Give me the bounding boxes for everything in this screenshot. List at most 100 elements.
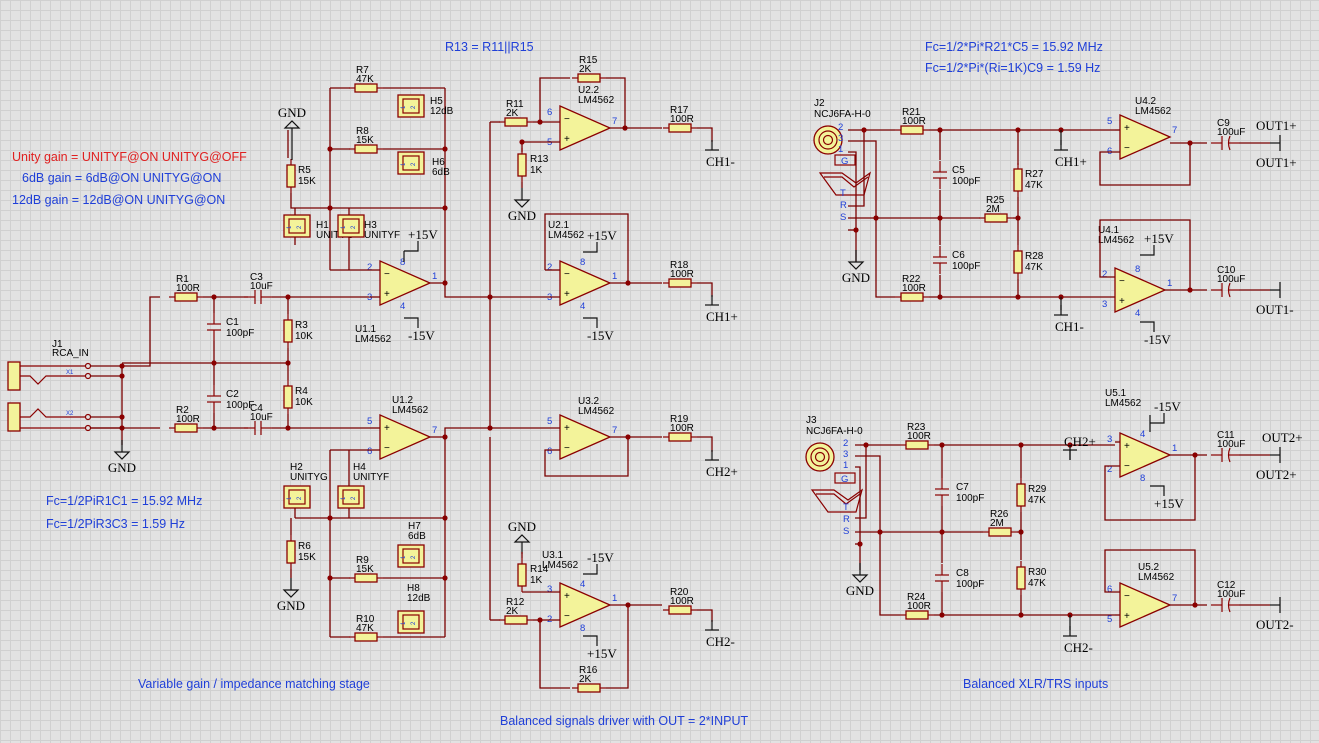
opamp-sign: − <box>384 443 390 454</box>
label-pins-n1: 1 <box>1172 443 1177 454</box>
label-parts-r20-1: 100R <box>670 596 694 607</box>
label-parts-c11-0: C11 <box>1217 430 1235 441</box>
supply-u41m: -15V <box>1140 321 1171 347</box>
opamp-sign: − <box>564 611 570 622</box>
label-parts-h1-1: UNITYG <box>316 230 354 241</box>
supply-u11m: -15V <box>404 317 435 343</box>
pin-1: 1 <box>341 496 347 500</box>
label-nets-m15: -15V <box>1144 332 1171 347</box>
label-parts-u52-1: LM4562 <box>1138 572 1175 583</box>
label-pins-n4: 4 <box>400 301 405 312</box>
label-pins-n6: 6 <box>547 107 552 118</box>
label-parts-r11-1: 2K <box>506 108 519 119</box>
supply-u51p: +15V <box>1150 485 1184 511</box>
label-nets-p15: +15V <box>587 228 617 243</box>
label-parts-c4-0: C4 <box>250 403 263 414</box>
label-parts-h4-0: H4 <box>353 462 366 473</box>
pin-2: 2 <box>411 621 417 625</box>
opamp-sign: + <box>1124 441 1130 452</box>
label-pins-n7: 7 <box>1172 125 1177 136</box>
label-parts-r20-0: R20 <box>670 587 689 598</box>
label-pins-n1: 1 <box>612 271 617 282</box>
label-parts-r17-1: 100R <box>670 114 694 125</box>
label-parts-c10-0: C10 <box>1217 265 1236 276</box>
label-parts-r30-1: 47K <box>1028 578 1046 589</box>
label-pins-n2: 2 <box>843 438 848 449</box>
label-notes-g6: 6dB gain = 6dB@ON UNITYG@ON <box>22 171 221 185</box>
label-parts-u22-1: LM4562 <box>578 95 615 106</box>
label-parts-u12-0: U1.2 <box>392 395 414 406</box>
label-parts-c6-1: 100pF <box>952 261 980 272</box>
label-parts-c3-0: C3 <box>250 272 263 283</box>
label-parts-r6-1: 15K <box>298 552 316 563</box>
ground-r13: GND <box>508 188 536 223</box>
label-nets-out1p: OUT1+ <box>1256 155 1297 170</box>
supply-u31p: +15V <box>583 635 617 661</box>
label-parts-j3-0: J3 <box>806 415 817 426</box>
netport-ch1m-r: CH1- <box>1054 305 1084 334</box>
label-pins-n1: 1 <box>612 593 617 604</box>
ground-j3: GND <box>846 563 874 598</box>
pin-1: 1 <box>401 621 407 625</box>
label-notes-fcA: Fc=1/2PiR1C1 = 15.92 MHz <box>46 494 202 508</box>
label-parts-r1-0: R1 <box>176 274 189 285</box>
label-pins-n3: 3 <box>838 133 843 144</box>
supply-u41p: +15V <box>1140 231 1174 256</box>
label-parts-c8-1: 100pF <box>956 579 984 590</box>
label-pins-n2: 2 <box>367 262 372 273</box>
pin-2: 2 <box>411 105 417 109</box>
label-pins-t: T <box>840 188 846 199</box>
label-parts-r22-1: 100R <box>902 283 926 294</box>
label-nets-gnd: GND <box>278 105 306 120</box>
label-notes-fc2: Fc=1/2*Pi*(Ri=1K)C9 = 1.59 Hz <box>925 61 1100 75</box>
label-nets-ch2m: CH2- <box>1064 640 1093 655</box>
label-parts-r2-0: R2 <box>176 405 189 416</box>
label-parts-j2-1: NCJ6FA-H-0 <box>814 109 871 120</box>
label-pins-n4: 4 <box>580 579 585 590</box>
label-parts-u11-1: LM4562 <box>355 334 392 345</box>
label-notes-fcB: Fc=1/2PiR3C3 = 1.59 Hz <box>46 517 185 531</box>
label-parts-r13-0: R13 <box>530 154 549 165</box>
label-nets-gnd: GND <box>846 583 874 598</box>
opamp-sign: + <box>1124 123 1130 134</box>
label-parts-r5-0: R5 <box>298 165 311 176</box>
label-pins-r: R <box>840 200 847 211</box>
label-pins-n7: 7 <box>612 116 617 127</box>
label-parts-r12-0: R12 <box>506 597 525 608</box>
label-pins-r: R <box>843 514 850 525</box>
label-parts-r15-1: 2K <box>579 64 592 75</box>
label-parts-r30-0: R30 <box>1028 567 1047 578</box>
label-parts-u31-0: U3.1 <box>542 550 564 561</box>
label-pins-t: T <box>843 502 849 513</box>
netport-ch2p-r: CH2+ <box>1063 434 1096 460</box>
label-parts-r15-0: R15 <box>579 55 598 66</box>
label-parts-c6-0: C6 <box>952 250 965 261</box>
opamp-sign: + <box>564 423 570 434</box>
ground-j2: GND <box>842 250 870 285</box>
label-notes-footer: Balanced signals driver with OUT = 2*INP… <box>500 714 748 728</box>
label-parts-r24-0: R24 <box>907 592 926 603</box>
opamp-sign: − <box>564 269 570 280</box>
